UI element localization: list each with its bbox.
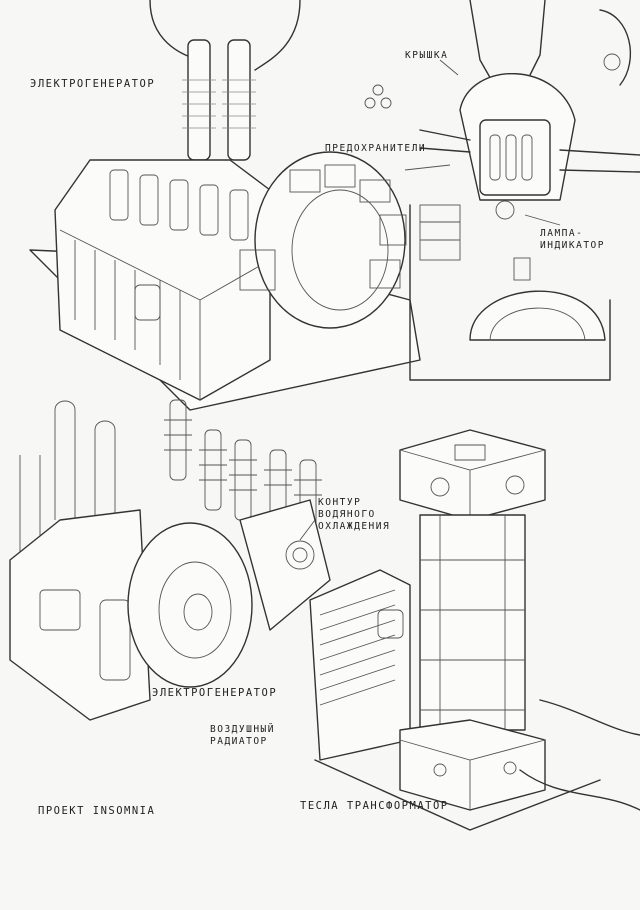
label-tesla-transformer: ТЕСЛА ТРАНСФОРМАТОР xyxy=(300,800,449,812)
bottom-generator-sketch xyxy=(9,399,331,721)
label-generator-bottom: ЭЛЕКТРОГЕНЕРАТОР xyxy=(152,687,278,699)
label-project: ПРОЕКТ INSOMNIA xyxy=(38,805,156,817)
top-generator-sketch xyxy=(29,39,421,411)
label-indicator-lamp: ЛАМПА-ИНДИКАТОР xyxy=(540,228,605,251)
label-fuses: ПРЕДОХРАНИТЕЛИ xyxy=(325,143,427,154)
label-water-cooling: КОНТУР ВОДЯНОГО ОХЛАЖДЕНИЯ xyxy=(318,497,391,532)
tesla-transformer-sketch xyxy=(309,429,640,831)
generator-section-sketch xyxy=(409,204,611,381)
fuse-box-detail-sketch xyxy=(364,0,640,220)
label-air-radiator: ВОЗДУШНЫЙ РАДИАТОР xyxy=(210,724,275,747)
callout-lines xyxy=(299,59,561,541)
label-lid: КРЫШКА xyxy=(405,50,449,61)
label-generator-top: ЭЛЕКТРОГЕНЕРАТОР xyxy=(30,78,156,90)
top-cables xyxy=(149,0,301,71)
